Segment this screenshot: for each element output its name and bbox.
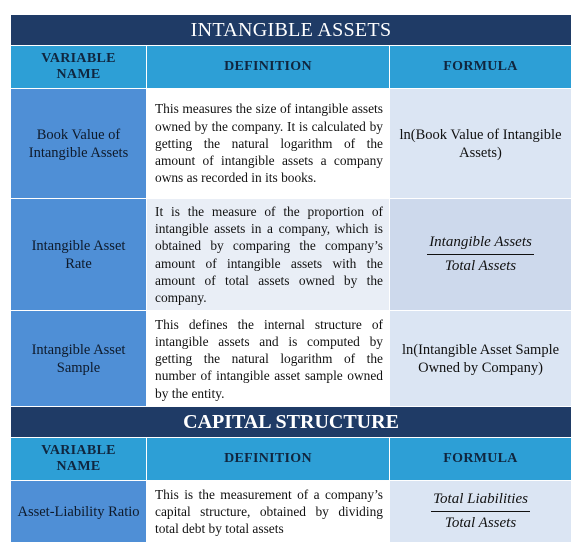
- formula-fraction: Total Liabilities Total Assets: [431, 490, 530, 533]
- formula-numerator: Intangible Assets: [427, 233, 534, 256]
- variable-name-cell: Intangible Asset Rate: [10, 197, 147, 312]
- definition-cell: This defines the internal structure of i…: [146, 310, 390, 408]
- intangible-assets-title: INTANGIBLE ASSETS: [9, 14, 573, 46]
- header-definition: DEFINITION: [146, 45, 390, 89]
- header-formula: FORMULA: [388, 437, 573, 482]
- capital-section-title-row: CAPITAL STRUCTURE: [9, 406, 573, 439]
- header-variable-name: VARIABLE NAME: [10, 437, 147, 482]
- definition-cell: It is the measure of the proportion of i…: [146, 197, 390, 312]
- definition-cell: This is the measurement of a company’s c…: [146, 480, 390, 544]
- table-row: Intangible Asset Sample This defines the…: [10, 310, 573, 408]
- variable-name-cell: Intangible Asset Sample: [10, 310, 147, 408]
- header-variable-name: VARIABLE NAME: [10, 45, 147, 89]
- formula-numerator: Total Liabilities: [431, 490, 530, 513]
- header-formula: FORMULA: [388, 45, 573, 89]
- header-definition: DEFINITION: [146, 437, 390, 482]
- formula-cell: ln(Intangible Asset Sample Owned by Comp…: [388, 310, 573, 408]
- capital-structure-title: CAPITAL STRUCTURE: [9, 406, 573, 439]
- formula-denominator: Total Assets: [444, 515, 517, 532]
- table-row: Asset-Liability Ratio This is the measur…: [10, 480, 573, 544]
- formula-fraction: Intangible Assets Total Assets: [427, 233, 534, 276]
- formula-denominator: Total Assets: [444, 258, 517, 275]
- table-row: Intangible Asset Rate It is the measure …: [10, 197, 573, 312]
- variable-name-cell: Book Value of Intangible Assets: [10, 88, 147, 199]
- formula-cell: Intangible Assets Total Assets: [388, 197, 573, 312]
- capital-header-row: VARIABLE NAME DEFINITION FORMULA: [10, 437, 573, 482]
- variable-name-cell: Asset-Liability Ratio: [10, 480, 147, 544]
- definition-cell: This measures the size of intangible ass…: [146, 88, 390, 199]
- intangible-section-title-row: INTANGIBLE ASSETS: [9, 14, 573, 46]
- formula-cell: ln(Book Value of Intangible Assets): [388, 88, 573, 199]
- intangible-header-row: VARIABLE NAME DEFINITION FORMULA: [10, 45, 573, 89]
- formula-cell: Total Liabilities Total Assets: [388, 480, 573, 544]
- variables-table: INTANGIBLE ASSETS VARIABLE NAME DEFINITI…: [9, 14, 573, 544]
- table-row: Book Value of Intangible Assets This mea…: [10, 88, 573, 199]
- top-strip: [0, 0, 581, 6]
